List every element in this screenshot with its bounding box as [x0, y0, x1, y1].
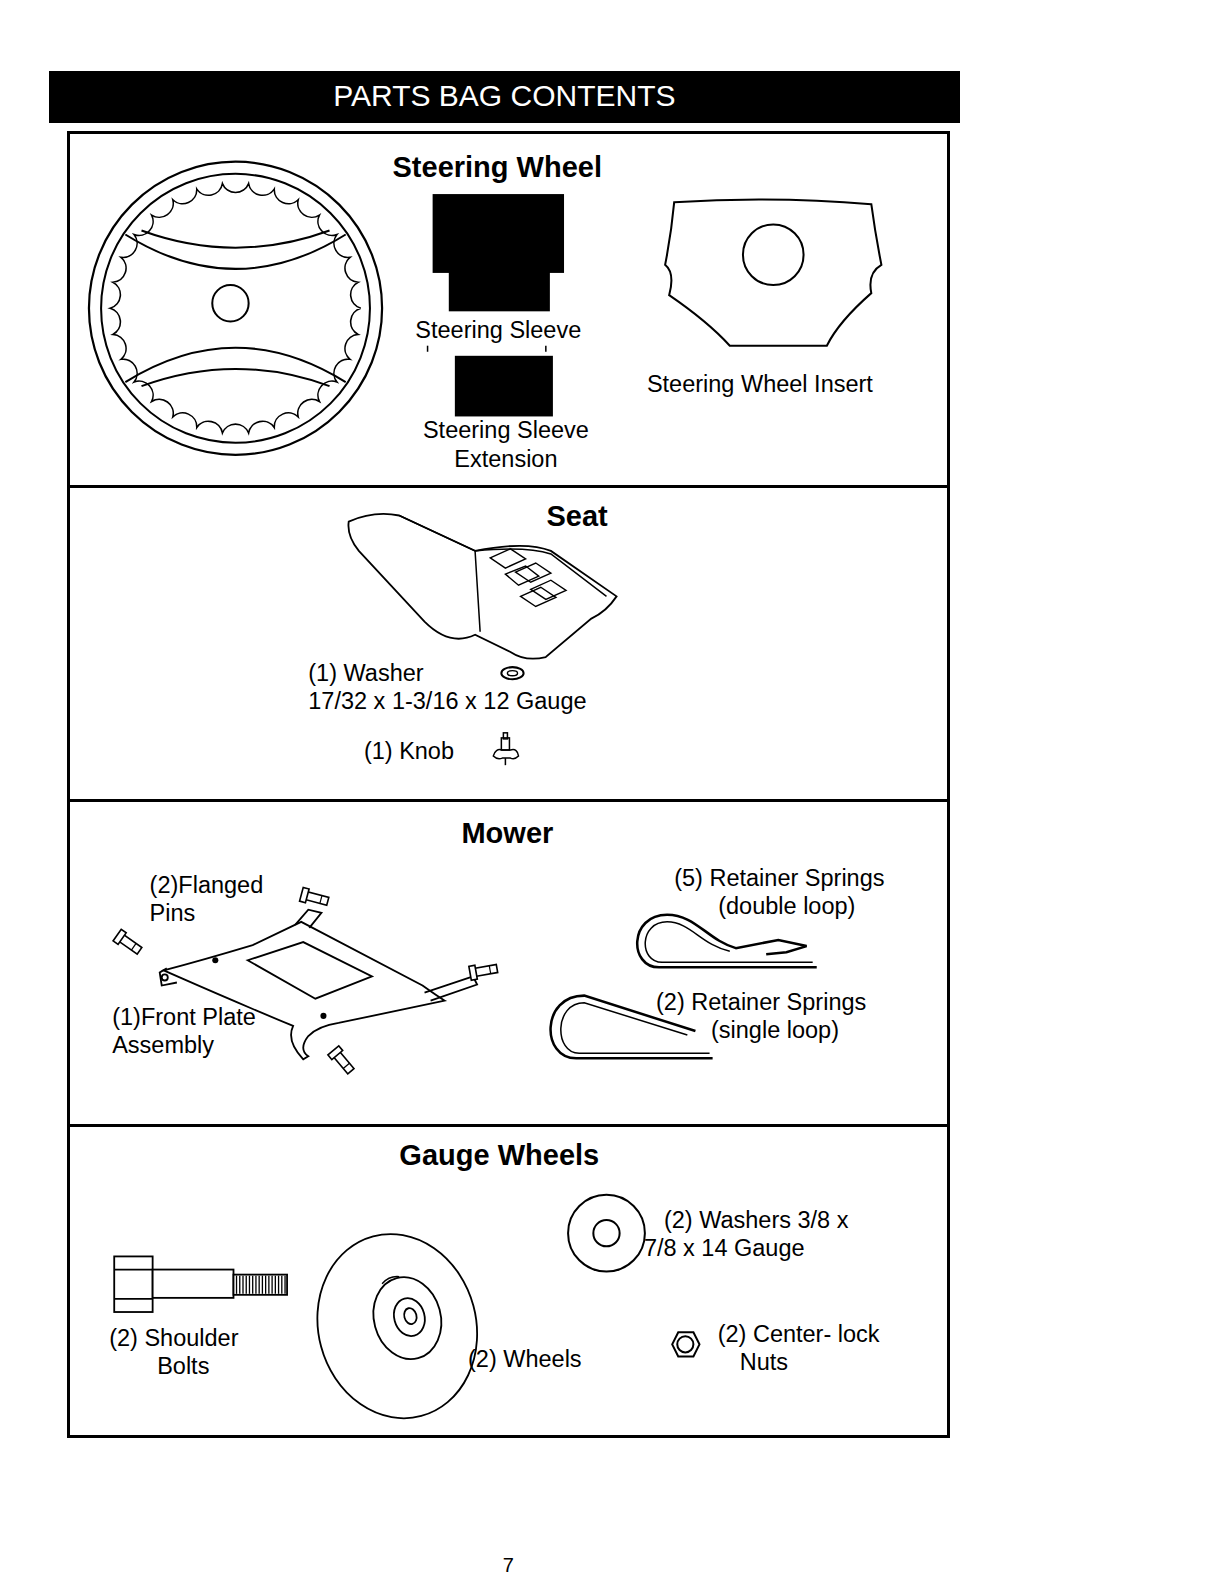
thread-stroke [284, 1276, 285, 1294]
thread-stroke [259, 1276, 260, 1294]
thread-stroke [246, 1276, 247, 1294]
parts-panel: Seat [67, 485, 950, 801]
steering-wheel-insert [665, 200, 881, 346]
steering-wheel [89, 162, 382, 455]
thread-stroke [281, 1276, 282, 1294]
washer-icon [568, 1195, 645, 1272]
part-label: (2) Shoulder Bolts [109, 1324, 288, 1380]
section-heading: Mower [461, 817, 553, 850]
thread-stroke [275, 1276, 276, 1294]
part-label: Steering Sleeve [407, 316, 589, 344]
part-label: (2) Wheels [468, 1345, 610, 1373]
retainer-spring-double [637, 915, 817, 968]
parts-panel: Mower [67, 799, 950, 1127]
thread-stroke [268, 1276, 269, 1294]
thread-stroke [278, 1276, 279, 1294]
part-label: (2) Center- lock Nuts [718, 1320, 882, 1376]
thread-stroke [249, 1276, 250, 1294]
part-label: 17/32 x 1-3/16 x 12 Gauge [308, 687, 631, 715]
part-label: Steering Wheel Insert [647, 370, 920, 398]
part-label: (1)Front Plate Assembly [112, 1003, 279, 1059]
thread-stroke [255, 1276, 256, 1294]
parts-panel: Gauge Wheels [67, 1124, 950, 1438]
part-label: (2)Flanged Pins [150, 871, 281, 927]
steering-sleeve-extension [455, 356, 553, 417]
washer-icon [501, 667, 523, 679]
part-label: Steering Sleeve Extension [402, 416, 609, 472]
center-lock-nut [672, 1332, 699, 1356]
part-label: (1) Washer [308, 659, 450, 687]
seat [348, 514, 616, 659]
title: PARTS BAG CONTENTS [49, 71, 961, 113]
thread-stroke [252, 1276, 253, 1294]
part-label: (1) Knob [364, 737, 475, 765]
title-band: PARTS BAG CONTENTS [49, 71, 961, 124]
shoulder-bolt [114, 1256, 287, 1312]
section-heading: Gauge Wheels [399, 1139, 599, 1172]
wheel-scallops [110, 184, 361, 433]
thread-stroke [265, 1276, 266, 1294]
section-heading: Seat [546, 500, 607, 533]
gauge-wheel [297, 1216, 497, 1436]
thread-stroke [239, 1276, 240, 1294]
thread-stroke [236, 1276, 237, 1294]
part-label: (5) Retainer Springs (double loop) [674, 864, 920, 920]
knob-icon [493, 733, 518, 765]
thread-stroke [242, 1276, 243, 1294]
part-label: (2) Washers 3/8 x 7/8 x 14 Gauge [644, 1206, 862, 1262]
page-number: 7 [493, 1553, 523, 1577]
thread-stroke [271, 1276, 272, 1294]
thread-stroke [262, 1276, 263, 1294]
part-label: (2) Retainer Springs (single loop) [656, 988, 913, 1044]
section-heading: Steering Wheel [393, 151, 603, 184]
